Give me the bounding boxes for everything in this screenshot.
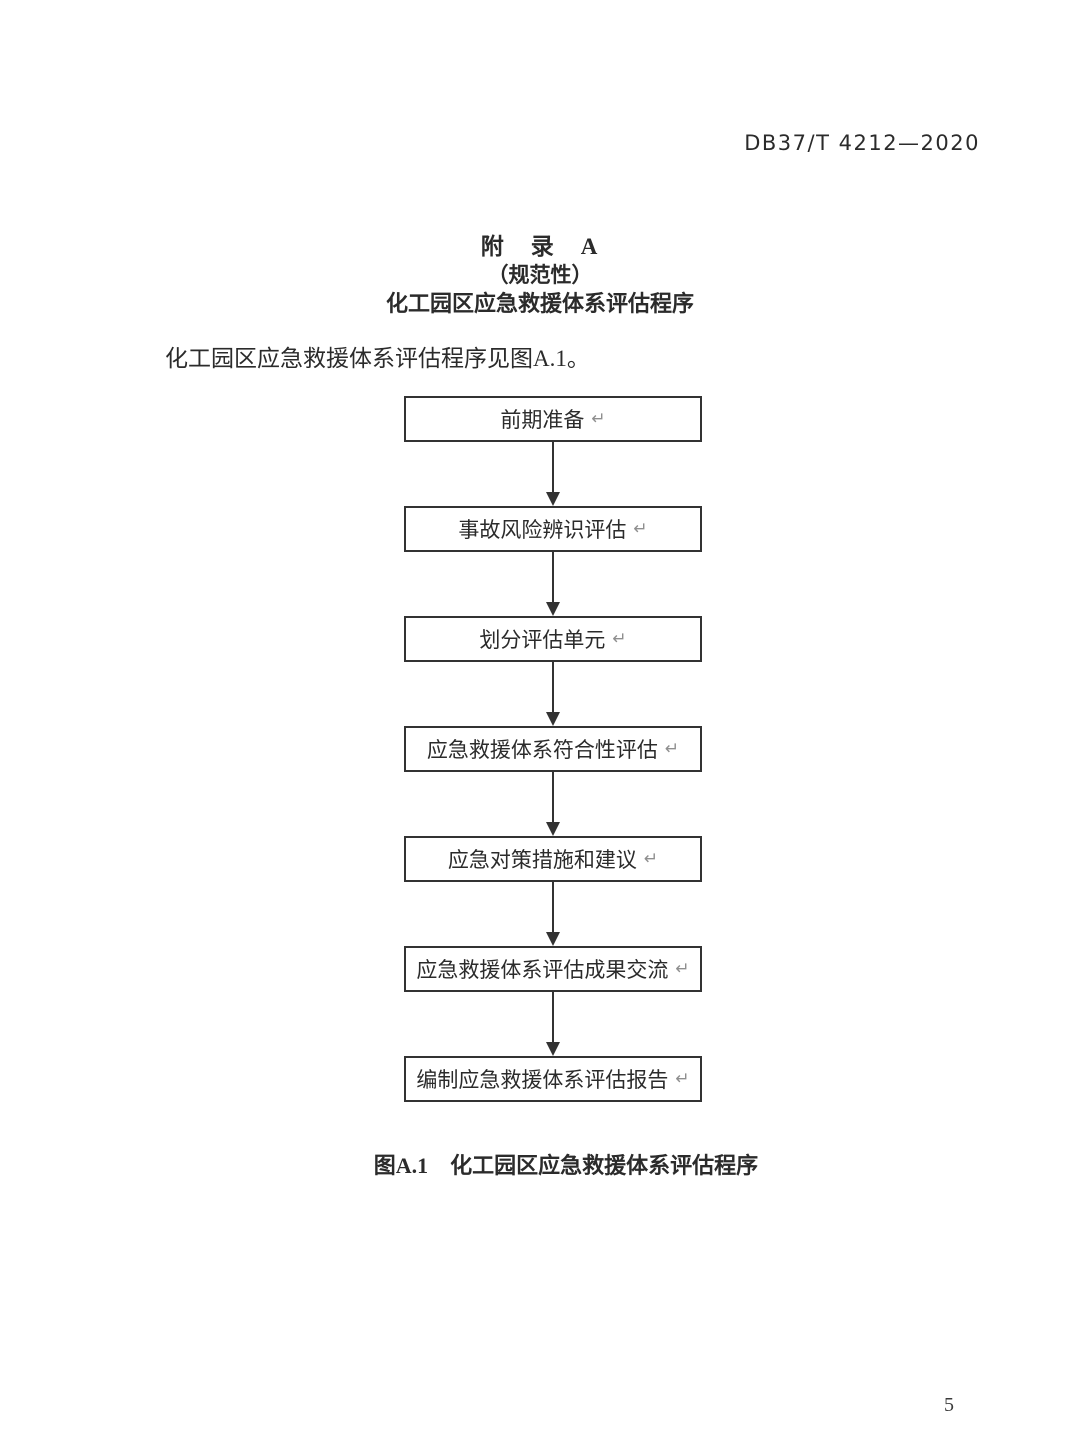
- down-arrow-icon: [404, 992, 702, 1056]
- paragraph-return-icon: ↵: [675, 1069, 690, 1089]
- down-arrow-icon: [404, 772, 702, 836]
- paragraph-return-icon: ↵: [664, 739, 680, 759]
- appendix-title-block: 附 录 A （规范性） 化工园区应急救援体系评估程序: [0, 233, 1080, 318]
- paragraph-return-icon: ↵: [612, 629, 627, 649]
- standard-code-header: DB37/T 4212—2020: [744, 131, 980, 155]
- flow-step-label: 编制应急救援体系评估报告: [416, 1068, 669, 1092]
- appendix-title: 附 录 A: [480, 234, 600, 259]
- flow-step-label: 应急救援体系符合性评估: [426, 738, 658, 762]
- down-arrow-icon: [404, 882, 702, 946]
- down-arrow-icon: [404, 442, 702, 506]
- down-arrow-icon: [404, 552, 702, 616]
- paragraph-return-icon: ↵: [633, 519, 648, 539]
- flow-step-label: 划分评估单元: [479, 628, 606, 652]
- appendix-normative-label: （规范性）: [487, 263, 593, 287]
- paragraph-return-icon: ↵: [675, 959, 690, 979]
- down-arrow-icon: [404, 662, 702, 726]
- page-number: 5: [944, 1394, 954, 1416]
- paragraph-return-icon: ↵: [591, 409, 606, 429]
- flow-step-label: 事故风险辨识评估: [458, 518, 627, 542]
- flow-step-conformity-evaluation: 应急救援体系符合性评估 ↵: [404, 726, 702, 772]
- flow-step-unit-division: 划分评估单元 ↵: [404, 616, 702, 662]
- flow-step-report-compilation: 编制应急救援体系评估报告 ↵: [404, 1056, 702, 1102]
- flow-step-risk-identification: 事故风险辨识评估 ↵: [404, 506, 702, 552]
- figure-caption: 图A.1 化工园区应急救援体系评估程序: [373, 1153, 759, 1178]
- flow-step-preparation: 前期准备 ↵: [404, 396, 702, 442]
- appendix-subject-title: 化工园区应急救援体系评估程序: [385, 291, 694, 316]
- intro-paragraph: 化工园区应急救援体系评估程序见图A.1。: [165, 346, 590, 371]
- flow-step-label: 应急救援体系评估成果交流: [416, 958, 669, 982]
- flow-step-label: 应急对策措施和建议: [447, 848, 637, 872]
- evaluation-procedure-flowchart: 前期准备 ↵ 事故风险辨识评估 ↵ 划分评估单元 ↵ 应急救援体系符合性评估 ↵…: [404, 396, 702, 1102]
- flow-step-countermeasures: 应急对策措施和建议 ↵: [404, 836, 702, 882]
- flow-step-results-exchange: 应急救援体系评估成果交流 ↵: [404, 946, 702, 992]
- flow-step-label: 前期准备: [500, 408, 585, 432]
- paragraph-return-icon: ↵: [643, 849, 659, 869]
